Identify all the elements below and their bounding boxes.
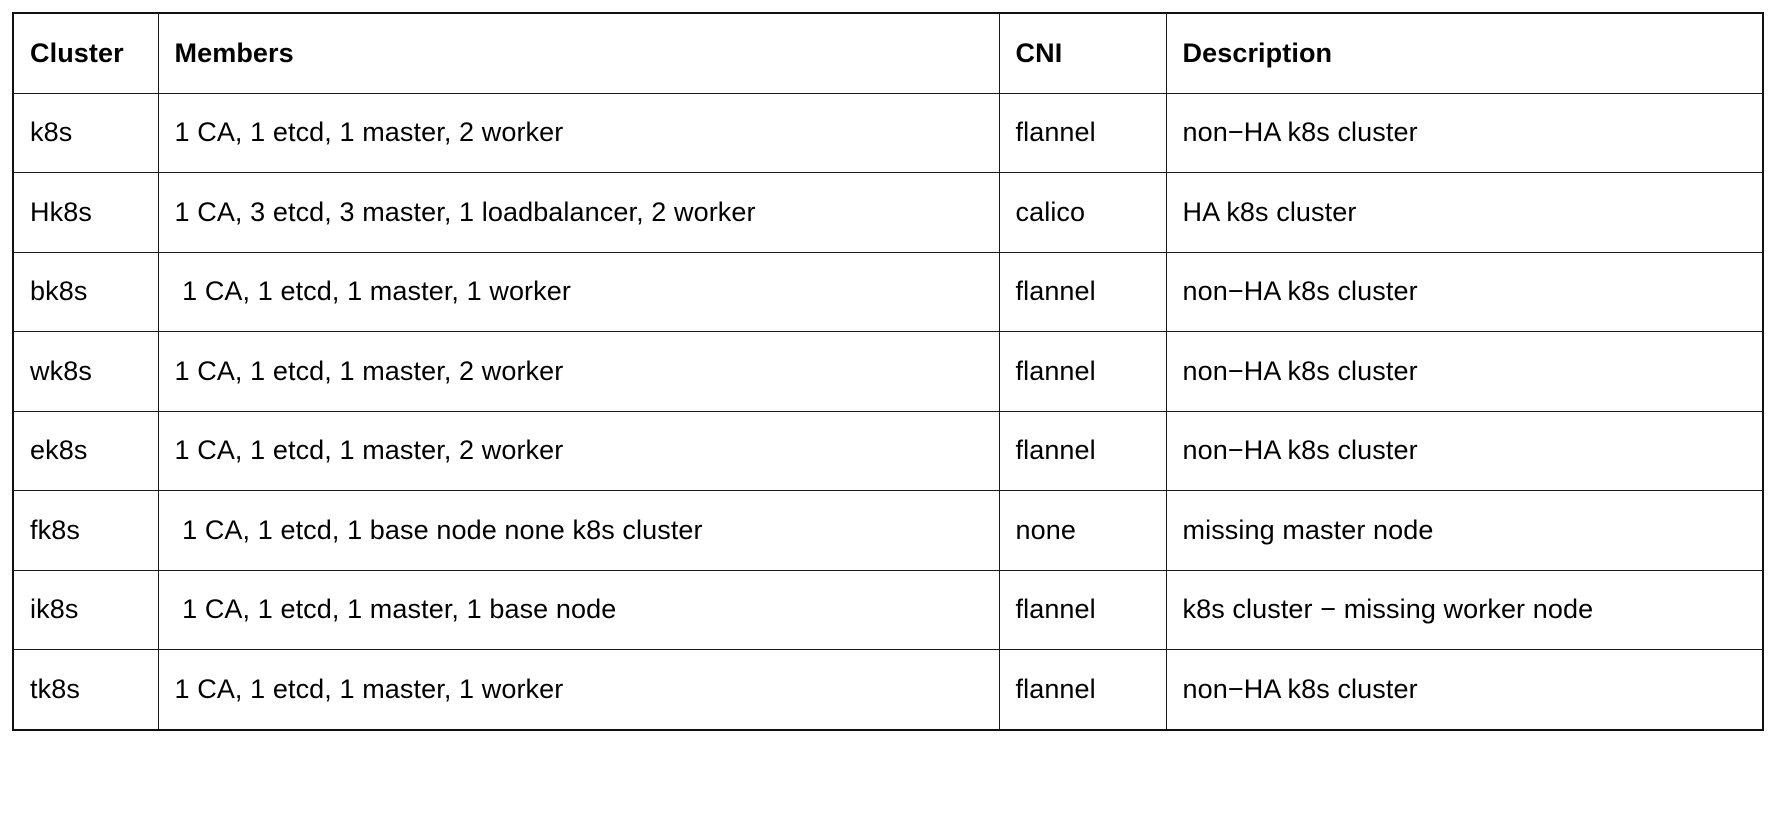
cell-cni: calico	[998, 172, 1167, 253]
cell-cni: flannel	[998, 569, 1167, 650]
cell-members: 1 CA, 1 etcd, 1 master, 2 worker	[157, 92, 1000, 173]
table-body: k8s 1 CA, 1 etcd, 1 master, 2 worker fla…	[12, 92, 1764, 730]
cell-members: 1 CA, 1 etcd, 1 master, 2 worker	[157, 410, 1000, 491]
cell-cluster: ek8s	[12, 410, 159, 491]
column-header-cluster: Cluster	[12, 12, 159, 94]
column-header-cni: CNI	[998, 12, 1167, 94]
cell-description: non−HA k8s cluster	[1165, 92, 1764, 173]
cell-cni: none	[998, 490, 1167, 571]
cell-members: 1 CA, 1 etcd, 1 master, 1 worker	[157, 251, 1000, 332]
cell-description: non−HA k8s cluster	[1165, 649, 1764, 730]
table-row: Hk8s 1 CA, 3 etcd, 3 master, 1 loadbalan…	[12, 172, 1764, 253]
cell-cni: flannel	[998, 649, 1167, 730]
column-header-description: Description	[1165, 12, 1764, 94]
cell-members: 1 CA, 1 etcd, 1 master, 2 worker	[157, 331, 1000, 412]
cell-description: non−HA k8s cluster	[1165, 251, 1764, 332]
cell-cluster: ik8s	[12, 569, 159, 650]
cluster-table-container: Cluster Members CNI Description k8s 1 CA…	[12, 12, 1764, 731]
table-row: bk8s 1 CA, 1 etcd, 1 master, 1 worker fl…	[12, 251, 1764, 332]
cell-cni: flannel	[998, 331, 1167, 412]
cell-cluster: fk8s	[12, 490, 159, 571]
cell-cluster: bk8s	[12, 251, 159, 332]
cell-cluster: Hk8s	[12, 172, 159, 253]
cell-cni: flannel	[998, 251, 1167, 332]
cell-cluster: tk8s	[12, 649, 159, 730]
cell-cluster: k8s	[12, 92, 159, 173]
table-header: Cluster Members CNI Description	[12, 12, 1764, 94]
cell-members: 1 CA, 1 etcd, 1 master, 1 base node	[157, 569, 1000, 650]
cell-cni: flannel	[998, 410, 1167, 491]
cell-description: non−HA k8s cluster	[1165, 410, 1764, 491]
table-row: ik8s 1 CA, 1 etcd, 1 master, 1 base node…	[12, 569, 1764, 650]
cluster-table: Cluster Members CNI Description k8s 1 CA…	[12, 12, 1764, 731]
table-row: k8s 1 CA, 1 etcd, 1 master, 2 worker fla…	[12, 92, 1764, 173]
cell-members: 1 CA, 1 etcd, 1 base node none k8s clust…	[157, 490, 1000, 571]
cell-cluster: wk8s	[12, 331, 159, 412]
cell-description: HA k8s cluster	[1165, 172, 1764, 253]
table-row: wk8s 1 CA, 1 etcd, 1 master, 2 worker fl…	[12, 331, 1764, 412]
column-header-members: Members	[157, 12, 1000, 94]
table-row: fk8s 1 CA, 1 etcd, 1 base node none k8s …	[12, 490, 1764, 571]
cell-description: missing master node	[1165, 490, 1764, 571]
cell-description: non−HA k8s cluster	[1165, 331, 1764, 412]
cell-description: k8s cluster − missing worker node	[1165, 569, 1764, 650]
table-header-row: Cluster Members CNI Description	[12, 12, 1764, 94]
table-row: ek8s 1 CA, 1 etcd, 1 master, 2 worker fl…	[12, 410, 1764, 491]
cell-cni: flannel	[998, 92, 1167, 173]
cell-members: 1 CA, 3 etcd, 3 master, 1 loadbalancer, …	[157, 172, 1000, 253]
cell-members: 1 CA, 1 etcd, 1 master, 1 worker	[157, 649, 1000, 730]
table-row: tk8s 1 CA, 1 etcd, 1 master, 1 worker fl…	[12, 649, 1764, 730]
